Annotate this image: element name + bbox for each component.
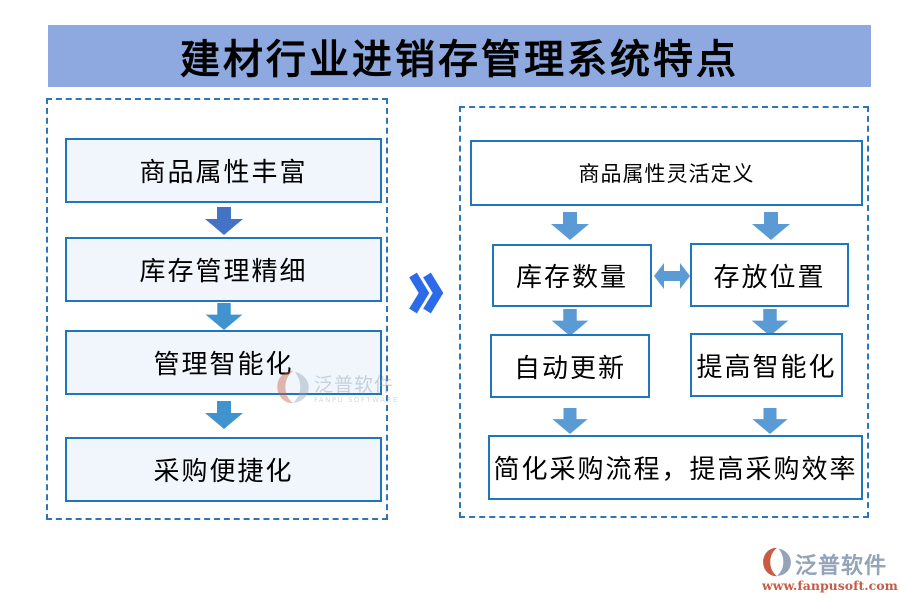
down-arrow-icon (551, 408, 589, 434)
logo-name: 泛普软件 (795, 553, 888, 579)
left-step-label-1: 商品属性丰富 (139, 158, 308, 188)
right-top-label: 商品属性灵活定义 (578, 162, 755, 186)
left-step-box-1: 商品属性丰富 (65, 138, 382, 203)
logo-url: www.fanpusoft.com (762, 578, 898, 593)
down-arrow-icon (752, 212, 790, 240)
right-panel (459, 106, 869, 518)
right-box-auto-update: 自动更新 (490, 334, 650, 398)
left-step-label-2: 库存管理精细 (139, 257, 308, 287)
down-arrow-icon (551, 212, 589, 240)
watermark-subtitle: FANPU SOFTWARE (314, 396, 399, 404)
right-box-stock-qty: 库存数量 (492, 244, 652, 307)
watermark-center: 泛普软件 FANPU SOFTWARE (276, 370, 399, 408)
right-box-location-label: 存放位置 (713, 262, 826, 293)
left-step-label-4: 采购便捷化 (153, 457, 294, 487)
right-bottom-box: 简化采购流程，提高采购效率 (488, 435, 863, 500)
watermark-name: 泛普软件 (314, 374, 395, 396)
right-box-intelligence: 提高智能化 (690, 333, 843, 397)
down-arrow-icon (551, 309, 589, 336)
down-arrow-icon (751, 309, 789, 336)
left-step-label-3: 管理智能化 (153, 350, 294, 380)
title-banner: 建材行业进销存管理系统特点 (48, 25, 871, 87)
right-box-stock-qty-label: 库存数量 (515, 263, 628, 293)
down-arrow-icon (205, 207, 243, 235)
fanpu-logo: 泛普软件 www.fanpusoft.com (762, 547, 898, 593)
down-arrow-icon (751, 408, 789, 434)
left-step-box-2: 库存管理精细 (65, 237, 382, 302)
fanpu-logo-icon (762, 547, 792, 581)
left-right-arrow-icon (654, 263, 690, 289)
right-bottom-label: 简化采购流程，提高采购效率 (493, 455, 858, 485)
page-title: 建材行业进销存管理系统特点 (180, 36, 739, 83)
double-chevron-icon (409, 271, 444, 315)
left-panel (46, 98, 388, 520)
down-arrow-icon (205, 401, 243, 429)
right-box-location: 存放位置 (690, 243, 849, 307)
right-top-box: 商品属性灵活定义 (470, 140, 863, 206)
fanpu-logo-icon (276, 370, 310, 408)
left-step-box-4: 采购便捷化 (65, 437, 382, 502)
down-arrow-icon (205, 303, 243, 330)
left-step-box-3: 管理智能化 (65, 330, 382, 395)
right-box-intelligence-label: 提高智能化 (696, 352, 837, 383)
right-box-auto-update-label: 自动更新 (513, 353, 626, 384)
